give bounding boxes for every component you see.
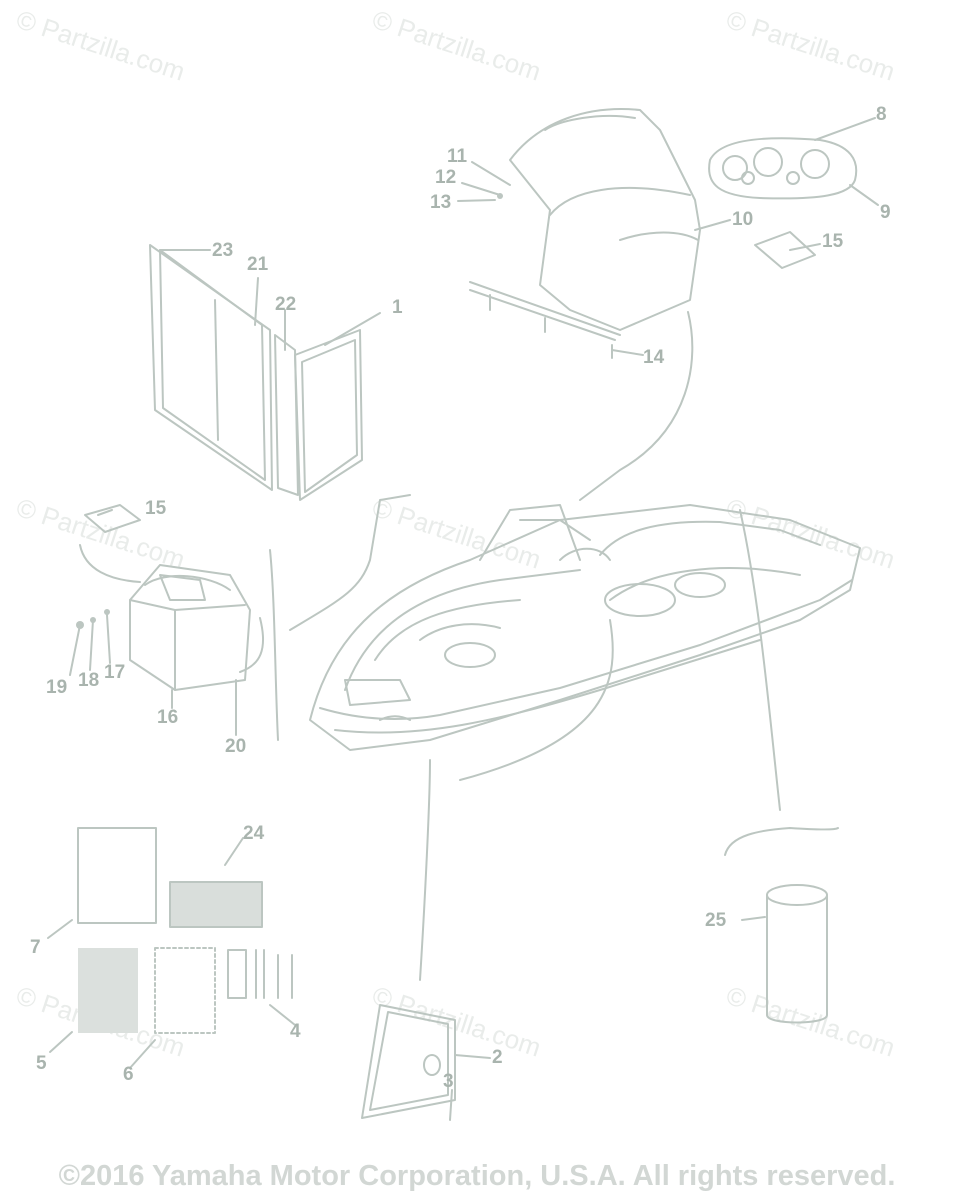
part-number-15: 15 bbox=[822, 231, 844, 252]
part-number-21: 21 bbox=[247, 254, 269, 275]
part-number-11: 11 bbox=[447, 146, 468, 167]
part-number-22: 22 bbox=[275, 294, 297, 315]
tool-kit bbox=[227, 949, 293, 999]
part-number-17: 17 bbox=[104, 662, 126, 683]
canister bbox=[766, 884, 828, 1024]
decal-24 bbox=[169, 881, 263, 928]
part-number-12: 12 bbox=[435, 167, 457, 188]
part-number-16: 16 bbox=[157, 707, 179, 728]
console-panel bbox=[469, 108, 701, 359]
manual-5 bbox=[78, 948, 138, 1033]
part-number-8: 8 bbox=[876, 104, 887, 125]
part-number-4: 4 bbox=[290, 1021, 301, 1042]
decal bbox=[754, 231, 816, 269]
part-number-14: 14 bbox=[643, 347, 665, 368]
cooler bbox=[129, 564, 251, 691]
part-number-24: 24 bbox=[243, 823, 265, 844]
hatch bbox=[361, 1004, 456, 1119]
part-number-9: 9 bbox=[880, 202, 891, 223]
manual-7 bbox=[77, 827, 157, 924]
part-number-7: 7 bbox=[30, 937, 41, 958]
part-number-15: 15 bbox=[145, 498, 167, 519]
boat-illustration bbox=[309, 504, 861, 751]
boat-cover bbox=[149, 244, 363, 501]
part-number-20: 20 bbox=[225, 736, 247, 757]
part-number-18: 18 bbox=[78, 670, 100, 691]
manual-6 bbox=[154, 947, 216, 1034]
part-number-5: 5 bbox=[36, 1053, 47, 1074]
part-number-6: 6 bbox=[123, 1064, 134, 1085]
decal bbox=[84, 504, 141, 533]
part-number-13: 13 bbox=[430, 192, 452, 213]
part-number-23: 23 bbox=[212, 240, 234, 261]
part-number-25: 25 bbox=[705, 910, 727, 931]
copyright-notice: ©2016 Yamaha Motor Corporation, U.S.A. A… bbox=[58, 1160, 896, 1192]
part-number-2: 2 bbox=[492, 1047, 503, 1068]
part-number-1: 1 bbox=[392, 297, 403, 318]
part-number-3: 3 bbox=[443, 1071, 454, 1092]
gauge-cluster bbox=[708, 137, 858, 200]
part-number-19: 19 bbox=[46, 677, 68, 698]
part-number-10: 10 bbox=[732, 209, 754, 230]
